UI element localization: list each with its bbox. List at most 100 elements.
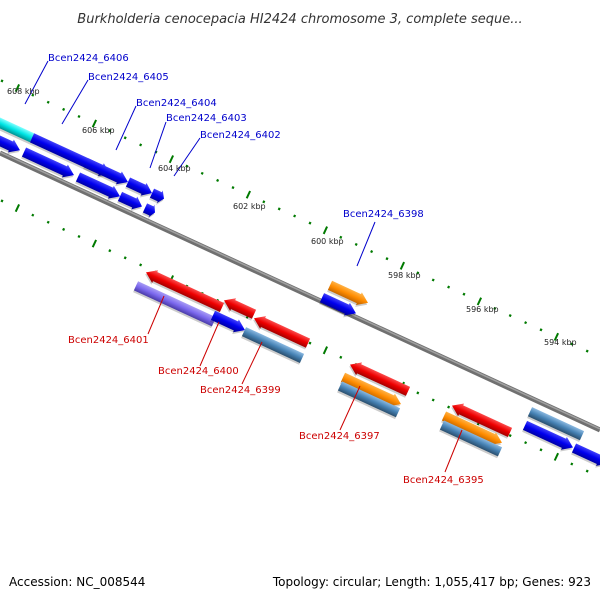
- minor-tick: [200, 171, 204, 175]
- gene-forward[interactable]: [148, 187, 167, 207]
- gene-forward[interactable]: [124, 176, 155, 202]
- gene-reverse[interactable]: [133, 281, 217, 329]
- scale-ticks: [0, 79, 589, 473]
- gene-forward[interactable]: [521, 419, 576, 456]
- gene-label-forward[interactable]: Bcen2424_6404: [136, 98, 217, 109]
- minor-tick: [431, 278, 435, 282]
- scale-label: 600 kbp: [311, 237, 344, 246]
- gene-label-forward[interactable]: Bcen2424_6406: [48, 53, 129, 64]
- gene-reverse[interactable]: [339, 371, 404, 412]
- gene-reverse[interactable]: [209, 309, 248, 338]
- gene-cyan[interactable]: [0, 113, 35, 145]
- accession-text: Accession: NC_008544: [9, 575, 145, 589]
- minor-tick: [139, 143, 143, 147]
- map-title: Burkholderia cenocepacia HI2424 chromoso…: [77, 12, 522, 27]
- gene-reverse[interactable]: [220, 294, 257, 322]
- gene-reverse[interactable]: [142, 266, 225, 316]
- scale-label: 608 kbp: [7, 87, 40, 96]
- chromosome-backbone: [0, 150, 600, 433]
- minor-tick: [370, 250, 374, 254]
- minor-tick: [431, 398, 435, 402]
- forward-gene-labels: Bcen2424_6406 Bcen2424_6405 Bcen2424_640…: [48, 53, 424, 220]
- minor-tick: [339, 355, 343, 359]
- minor-tick: [185, 164, 189, 168]
- gene-forward[interactable]: [141, 202, 158, 221]
- minor-tick: [416, 271, 420, 275]
- minor-tick: [570, 462, 574, 466]
- scale-label: 594 kbp: [544, 338, 577, 347]
- minor-tick: [308, 341, 312, 345]
- scale-label: 606 kbp: [82, 126, 115, 135]
- gene-forward[interactable]: [20, 146, 77, 184]
- minor-tick: [262, 200, 266, 204]
- gene-forward[interactable]: [326, 279, 371, 311]
- minor-tick: [585, 349, 589, 353]
- minor-tick: [139, 263, 143, 267]
- minor-tick: [31, 93, 35, 97]
- gene-label-forward[interactable]: Bcen2424_6405: [88, 72, 169, 83]
- major-tick: [14, 203, 21, 213]
- minor-tick: [77, 234, 81, 239]
- gene-label-reverse[interactable]: Bcen2424_6401: [68, 335, 149, 346]
- gene-reverse[interactable]: [241, 327, 305, 365]
- minor-tick: [462, 292, 466, 296]
- minor-tick: [62, 107, 66, 111]
- major-tick: [553, 452, 560, 461]
- minor-tick: [585, 469, 589, 473]
- minor-tick: [108, 249, 112, 253]
- minor-tick: [570, 342, 574, 346]
- minor-tick: [77, 114, 81, 119]
- gene-label-reverse[interactable]: Bcen2424_6397: [299, 431, 380, 442]
- minor-tick: [46, 100, 50, 104]
- minor-tick: [277, 207, 281, 211]
- major-tick: [322, 346, 329, 355]
- gene-forward[interactable]: [527, 407, 585, 443]
- gene-forward[interactable]: [116, 190, 145, 215]
- major-tick: [245, 190, 252, 199]
- major-tick: [168, 155, 175, 164]
- major-tick: [476, 297, 483, 306]
- gene-label-reverse[interactable]: Bcen2424_6399: [200, 385, 281, 396]
- gene-reverse[interactable]: [250, 312, 311, 351]
- minor-tick: [539, 448, 543, 452]
- minor-tick: [108, 129, 112, 133]
- minor-tick: [447, 405, 451, 409]
- gene-label-reverse[interactable]: Bcen2424_6395: [403, 475, 484, 486]
- scale-labels: 608 kbp 606 kbp 604 kbp 602 kbp 600 kbp …: [7, 87, 577, 347]
- minor-tick: [508, 314, 512, 318]
- major-tick: [322, 226, 329, 235]
- minor-tick: [123, 256, 127, 260]
- minor-tick: [0, 199, 4, 203]
- major-tick: [14, 83, 21, 93]
- minor-tick: [46, 220, 50, 224]
- gene-label-forward[interactable]: Bcen2424_6398: [343, 209, 424, 220]
- minor-tick: [231, 186, 235, 190]
- gene-reverse[interactable]: [337, 381, 401, 420]
- major-tick: [399, 261, 406, 270]
- minor-tick: [508, 434, 512, 438]
- scale-label: 598 kbp: [388, 271, 421, 280]
- scale-label: 596 kbp: [466, 305, 499, 314]
- gene-reverse[interactable]: [440, 410, 505, 451]
- gene-reverse[interactable]: [439, 420, 503, 459]
- scale-label: 604 kbp: [158, 164, 191, 173]
- gene-forward[interactable]: [318, 291, 359, 321]
- minor-tick: [539, 328, 543, 332]
- major-tick: [553, 332, 560, 341]
- gene-forward[interactable]: [570, 442, 600, 472]
- gene-label-forward[interactable]: Bcen2424_6402: [200, 130, 281, 141]
- major-tick: [91, 119, 98, 128]
- label-leaders: [24, 60, 463, 473]
- gene-reverse[interactable]: [448, 399, 513, 440]
- minor-tick: [524, 441, 528, 445]
- gene-reverse[interactable]: [346, 358, 411, 399]
- minor-tick: [339, 235, 343, 239]
- major-tick: [91, 239, 98, 248]
- gene-forward[interactable]: [82, 156, 131, 190]
- gene-features: [0, 113, 600, 472]
- scale-label: 602 kbp: [233, 202, 266, 211]
- gene-label-forward[interactable]: Bcen2424_6403: [166, 113, 247, 124]
- gene-forward[interactable]: [0, 130, 23, 158]
- gene-label-reverse[interactable]: Bcen2424_6400: [158, 366, 239, 377]
- gene-forward[interactable]: [74, 171, 123, 205]
